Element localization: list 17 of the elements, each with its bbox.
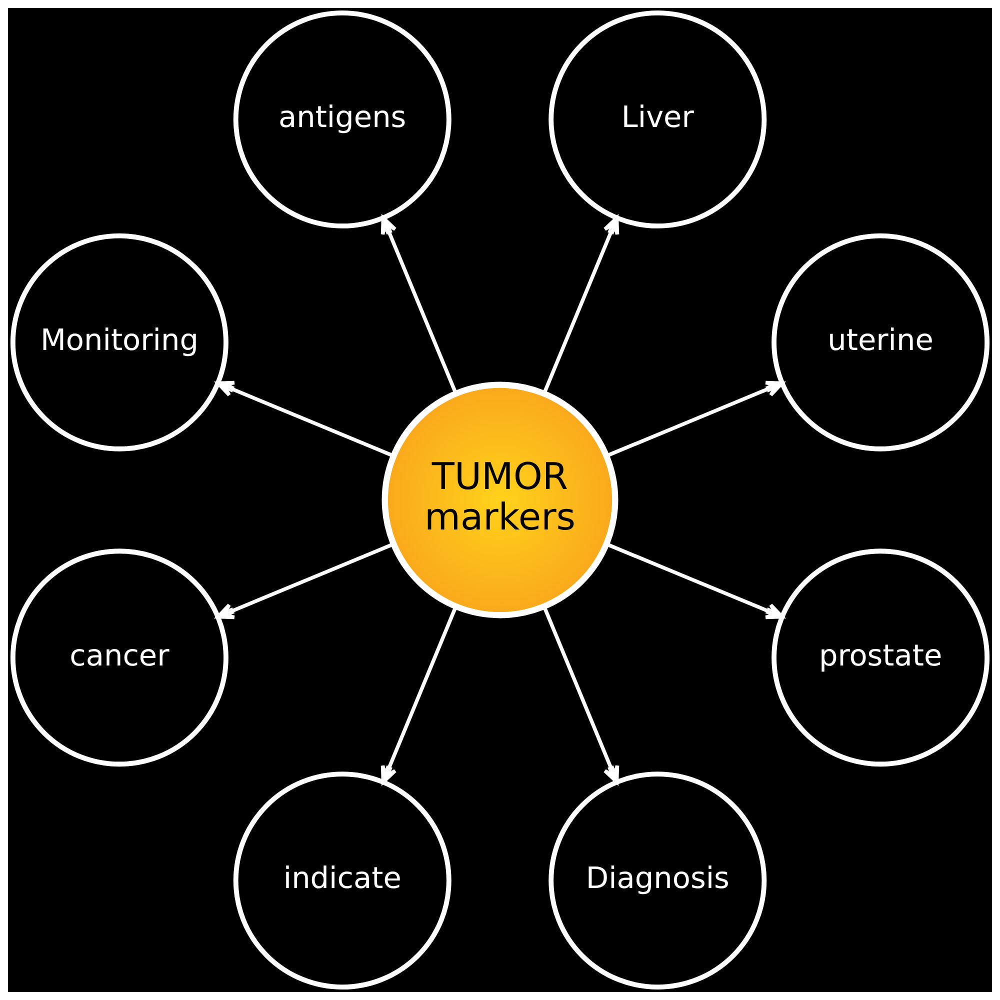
arrow [606, 542, 784, 620]
node-circle: uterine [772, 233, 990, 452]
arrow [542, 216, 620, 394]
arrow [216, 380, 394, 458]
node-circle: antigens [233, 10, 452, 228]
node-circle: prostate [772, 548, 990, 767]
node-circle: Liver [548, 10, 767, 228]
node-circle: cancer [10, 548, 228, 767]
node-circle: Monitoring [10, 233, 228, 452]
arrow [380, 606, 458, 784]
arrow [216, 542, 394, 620]
node-circle: Diagnosis [548, 772, 767, 990]
node-circle: TUMOR markers [382, 382, 618, 618]
arrow [380, 216, 458, 394]
arrow [542, 606, 620, 784]
node-circle: indicate [233, 772, 452, 990]
arrow [606, 380, 784, 458]
